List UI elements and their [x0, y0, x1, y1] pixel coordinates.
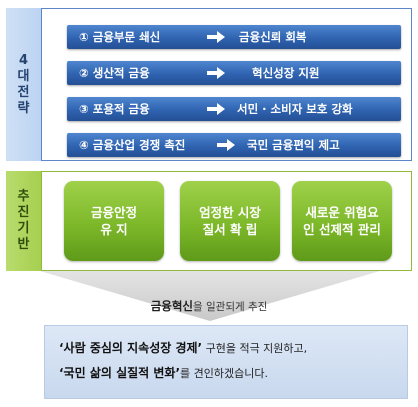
goal-line-1-emphasis: ‘사람 중심의 지속성장 경제’ — [59, 341, 203, 355]
goal-line-1: ‘사람 중심의 지속성장 경제’ 구현을 적극 지원하고, — [59, 336, 399, 361]
strategy-row-1-right: 금융신뢰 회복 — [239, 30, 307, 44]
right-arrow-icon — [207, 67, 225, 79]
strategy-section-label: 4대전략 — [6, 8, 42, 161]
strategy-row-3-right: 서민 · 소비자 보호 강화 — [237, 102, 353, 116]
foundation-box-2-text: 엄정한 시장질서 확 립 — [199, 205, 261, 237]
foundation-label-text: 추진기반 — [17, 189, 30, 252]
goal-line-2-emphasis: ‘국민 삶의 실질적 변화’ — [59, 366, 181, 380]
right-arrow-icon — [207, 31, 225, 43]
goal-box: ‘사람 중심의 지속성장 경제’ 구현을 적극 지원하고, ‘국민 삶의 실질적… — [44, 325, 408, 399]
strategy-row-4-left: ④ 금융산업 경쟁 촉진 — [79, 138, 186, 152]
strategy-row-4: ④ 금융산업 경쟁 촉진 국민 금융편익 제고 — [67, 133, 401, 157]
foundation-box-3: 새로운 위험요인 선제적 관리 — [292, 181, 392, 261]
strategy-row-1: ① 금융부문 쇄신 금융신뢰 회복 — [67, 25, 401, 49]
strategy-row-4-right: 국민 금융편익 제고 — [247, 138, 340, 152]
down-arrow-icon — [40, 271, 380, 321]
strategy-row-3: ③ 포용적 금융 서민 · 소비자 보호 강화 — [67, 97, 401, 121]
foundation-box-2: 엄정한 시장질서 확 립 — [180, 181, 280, 261]
strategy-row-1-left: ① 금융부문 쇄신 — [79, 30, 161, 44]
strategy-row-2: ② 생산적 금융 혁신성장 지원 — [67, 61, 401, 85]
strategy-row-3-left: ③ 포용적 금융 — [79, 102, 150, 116]
promotion-message-rest: 을 일관되게 추진 — [193, 301, 268, 313]
right-arrow-icon — [217, 139, 235, 151]
strategy-row-2-right: 혁신성장 지원 — [252, 66, 320, 80]
goal-line-2: ‘국민 삶의 실질적 변화’를 견인하겠습니다. — [59, 361, 399, 386]
promotion-message: 금융혁신을 일관되게 추진 — [0, 298, 418, 314]
goal-line-1-rest: 구현을 적극 지원하고, — [202, 342, 308, 355]
right-arrow-icon — [207, 103, 225, 115]
goal-line-2-rest: 를 견인하겠습니다. — [180, 367, 268, 380]
foundation-box-3-text: 새로운 위험요인 선제적 관리 — [303, 205, 381, 237]
foundation-box-1: 금융안정 유 지 — [64, 181, 164, 261]
strategy-label-text: 4대전략 — [17, 52, 30, 116]
foundation-section-label: 추진기반 — [6, 171, 42, 271]
strategy-row-2-left: ② 생산적 금융 — [79, 66, 150, 80]
promotion-message-strong: 금융혁신 — [150, 299, 194, 313]
foundation-box-1-text: 금융안정 유 지 — [90, 205, 137, 237]
